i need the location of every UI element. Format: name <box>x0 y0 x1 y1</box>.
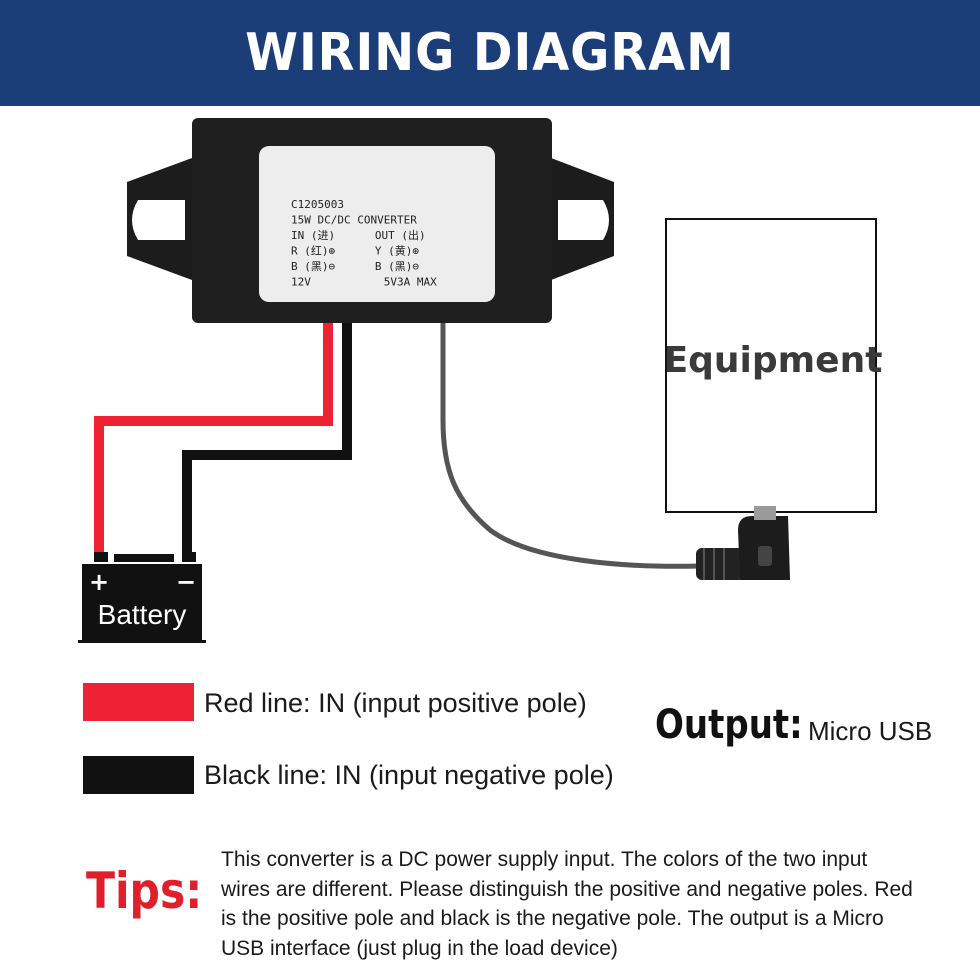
tips-label: Tips: <box>86 862 203 920</box>
red-wire <box>94 320 333 560</box>
battery: + − Battery <box>78 552 206 643</box>
converter-label-line: 15W DC/DC CONVERTER <box>291 214 417 227</box>
converter-label-line: C1205003 <box>291 198 344 211</box>
battery-label: Battery <box>98 599 187 630</box>
red-line-legend: Red line: IN (input positive pole) <box>204 688 587 718</box>
converter-label-sticker <box>259 146 495 302</box>
battery-terminal-positive <box>94 552 108 562</box>
battery-minus-sign: − <box>176 568 196 596</box>
tips-text: This converter is a DC power supply inpu… <box>221 848 913 960</box>
black-line-swatch <box>83 756 194 794</box>
output-cable <box>440 318 701 569</box>
battery-plus-sign: + <box>89 568 109 596</box>
black-line-legend: Black line: IN (input negative pole) <box>204 760 614 790</box>
page-title: WIRING DIAGRAM <box>245 23 735 83</box>
micro-usb-plug <box>696 506 790 580</box>
red-line-swatch <box>83 683 194 721</box>
converter-label-line: 12V 5V3A MAX <box>291 276 437 289</box>
converter-label-line: IN (进) OUT (出) <box>291 228 426 242</box>
battery-body <box>82 564 202 642</box>
battery-terminal-negative <box>182 552 196 562</box>
converter-label-line: R (红)⊕ Y (黄)⊕ <box>291 244 419 258</box>
converter-label-line: B (黑)⊖ B (黑)⊖ <box>291 260 419 273</box>
black-wire <box>182 320 352 560</box>
header-banner: WIRING DIAGRAM <box>0 0 980 106</box>
output-value: Micro USB <box>808 716 933 746</box>
equipment-label: Equipment <box>664 340 883 381</box>
output-label: Output: <box>655 702 803 748</box>
